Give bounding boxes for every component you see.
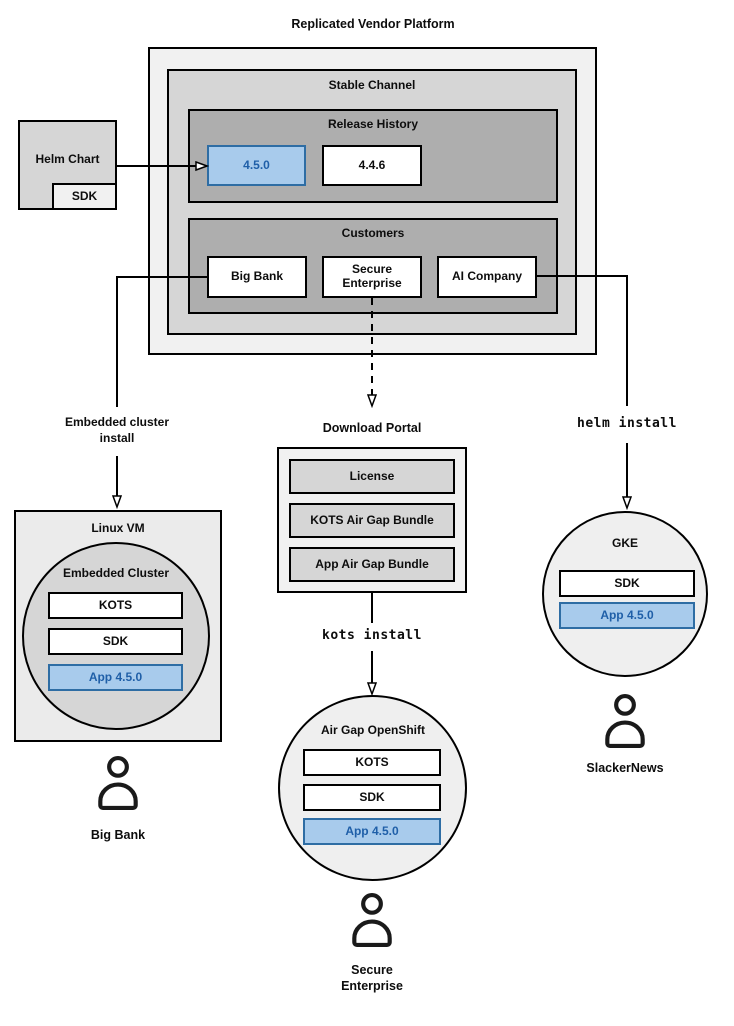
stable-channel-label: Stable Channel [328, 78, 416, 92]
gke-app-box: App 4.5.0 [559, 602, 695, 629]
gke-sdk-box: SDK [559, 570, 695, 597]
openshift-sdk-box: SDK [303, 784, 441, 811]
kots-air-gap-bundle-box: KOTS Air Gap Bundle [289, 503, 455, 538]
kots-install-command: kots install [322, 628, 422, 643]
big-bank-persona-label: Big Bank [90, 828, 146, 842]
release-history-label: Release History [327, 117, 419, 131]
openshift-app-box: App 4.5.0 [303, 818, 441, 845]
app-air-gap-bundle-box: App Air Gap Bundle [289, 547, 455, 582]
helm-chart-sdk-box: SDK [52, 183, 117, 210]
license-box: License [289, 459, 455, 494]
customer-ai-company: AI Company [437, 256, 537, 298]
helm-install-command: helm install [577, 416, 677, 431]
diagram-title: Replicated Vendor Platform [291, 17, 455, 31]
customer-big-bank: Big Bank [207, 256, 307, 298]
air-gap-openshift-label: Air Gap OpenShift [320, 723, 425, 737]
embedded-kots-box: KOTS [48, 592, 183, 619]
embedded-cluster-label: Embedded Cluster [62, 566, 170, 580]
customer-secure-enterprise: Secure Enterprise [322, 256, 422, 298]
linux-vm-label: Linux VM [91, 521, 145, 535]
slackernews-user-icon [599, 692, 651, 750]
slackernews-persona-label: SlackerNews [586, 761, 664, 775]
download-portal-label: Download Portal [322, 421, 422, 435]
helm-chart-label: Helm Chart [35, 152, 100, 166]
embedded-app-box: App 4.5.0 [48, 664, 183, 691]
release-previous: 4.4.6 [322, 145, 422, 186]
secure-enterprise-persona-label: Secure Enterprise [341, 963, 403, 994]
embedded-cluster-install-label: Embedded cluster install [64, 415, 170, 445]
gke-label: GKE [611, 536, 638, 550]
big-bank-user-icon [92, 754, 144, 812]
embedded-sdk-box: SDK [48, 628, 183, 655]
openshift-kots-box: KOTS [303, 749, 441, 776]
customers-label: Customers [341, 226, 405, 240]
secure-enterprise-user-icon [346, 891, 398, 949]
release-current: 4.5.0 [207, 145, 306, 186]
